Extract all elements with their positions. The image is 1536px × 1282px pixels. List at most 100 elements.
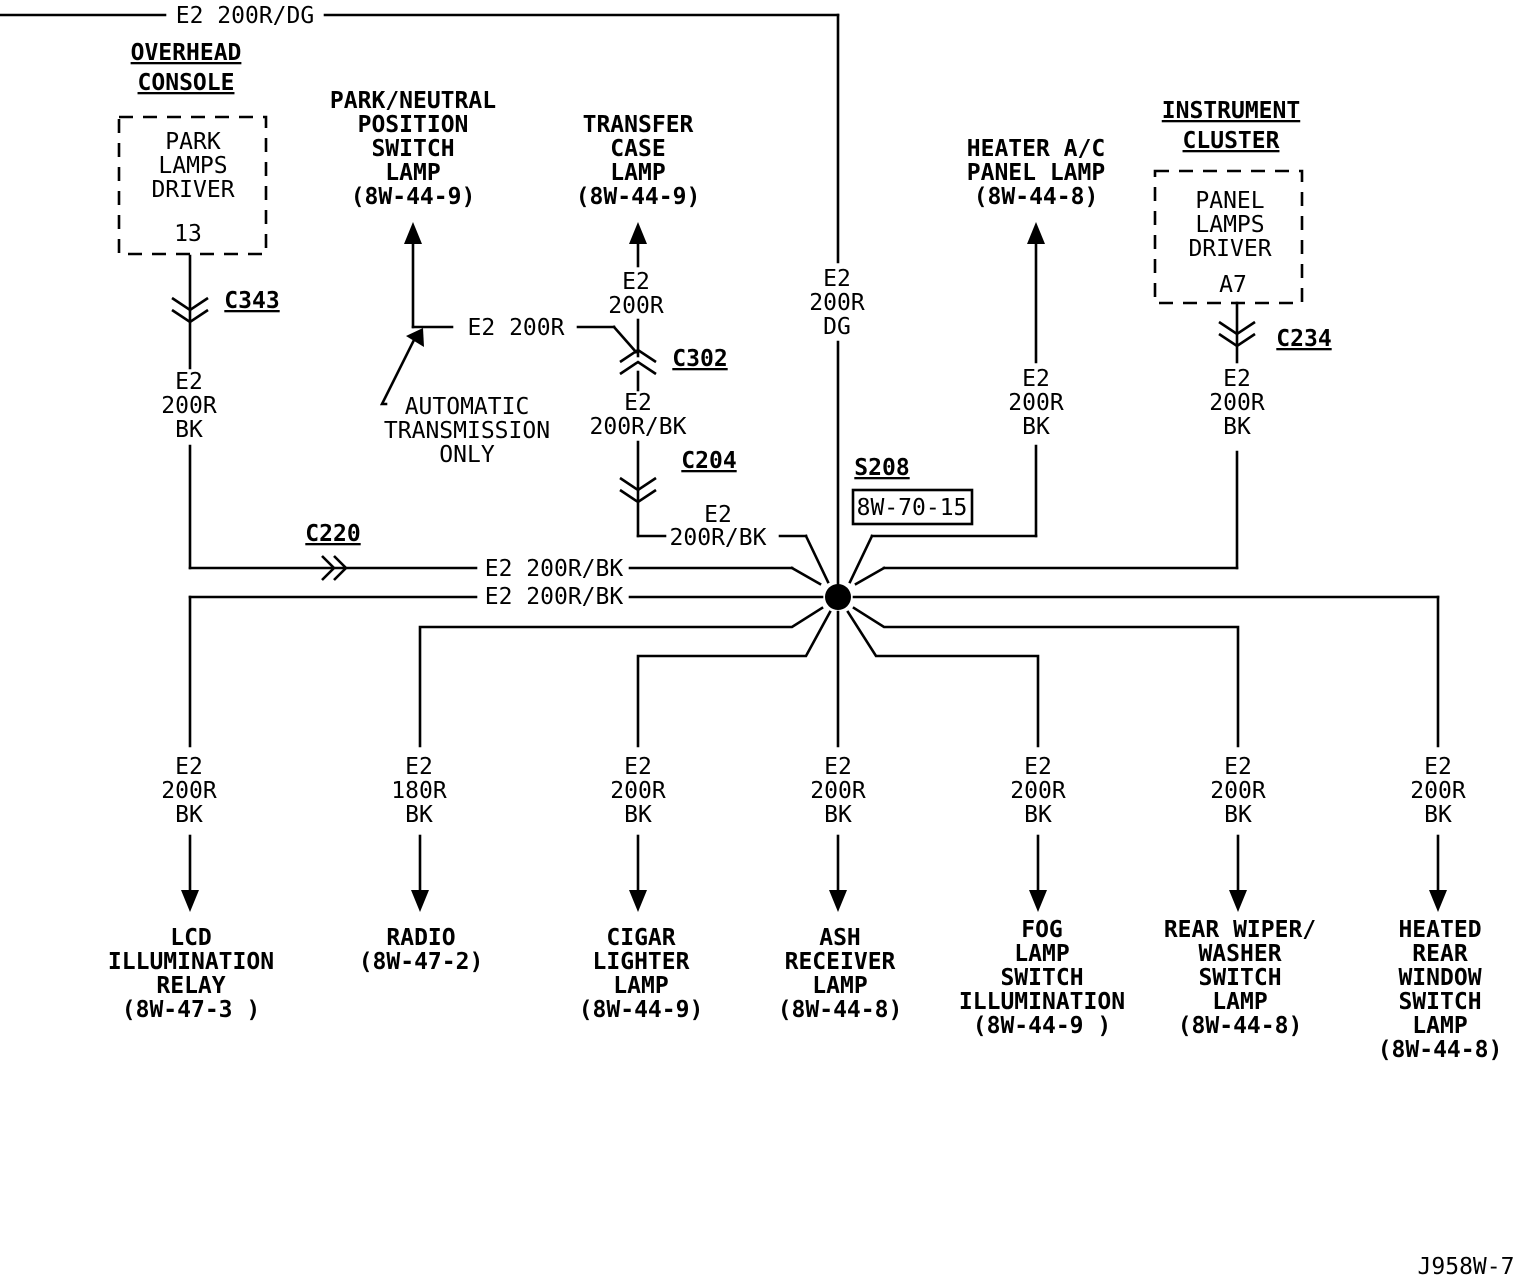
svg-text:200R: 200R — [810, 778, 866, 804]
svg-text:(8W-44-8): (8W-44-8) — [974, 184, 1099, 210]
svg-text:RELAY: RELAY — [156, 973, 225, 999]
svg-text:(8W-44-8): (8W-44-8) — [1178, 1013, 1303, 1039]
svg-text:BK: BK — [175, 802, 203, 828]
splice-ref: 8W-70-15 — [857, 495, 968, 521]
svg-text:200R/BK: 200R/BK — [670, 525, 767, 551]
svg-text:BK: BK — [1024, 802, 1052, 828]
auto-trans-note: AUTOMATIC — [405, 394, 530, 420]
svg-text:200R: 200R — [1210, 778, 1266, 804]
svg-text:BK: BK — [624, 802, 652, 828]
connector-c343: C343 — [224, 288, 279, 314]
svg-text:TRANSFER: TRANSFER — [583, 112, 694, 138]
svg-text:(8W-47-2): (8W-47-2) — [359, 949, 484, 975]
svg-text:RECEIVER: RECEIVER — [785, 949, 896, 975]
figure-id: J958W-7 — [1418, 1254, 1515, 1280]
svg-text:200R: 200R — [161, 393, 217, 419]
output-heated-rear-window-switch-lamp: E2 200R BK HEATED REAR WINDOW SWITCH LAM… — [1378, 754, 1503, 1063]
svg-text:LAMP: LAMP — [385, 160, 440, 186]
svg-text:BK: BK — [1424, 802, 1452, 828]
heater-panel-lamp: HEATER A/C PANEL LAMP (8W-44-8) E2 200R … — [848, 136, 1105, 584]
svg-text:POSITION: POSITION — [358, 112, 469, 138]
svg-text:(8W-44-9): (8W-44-9) — [351, 184, 476, 210]
svg-text:200R: 200R — [608, 293, 664, 319]
svg-text:PANEL LAMP: PANEL LAMP — [967, 160, 1105, 186]
connector-c302: C302 — [672, 346, 727, 372]
svg-text:E2: E2 — [1022, 366, 1050, 392]
svg-text:(8W-44-8): (8W-44-8) — [778, 997, 903, 1023]
arrow-down-icon — [1229, 890, 1247, 912]
left-wire-label: E2 200R/BK — [485, 556, 624, 582]
svg-text:E2: E2 — [704, 502, 732, 528]
overhead-console-title: OVERHEAD — [131, 40, 242, 66]
svg-text:LAMP: LAMP — [1014, 941, 1069, 967]
svg-text:SWITCH: SWITCH — [1398, 989, 1481, 1015]
svg-text:E2: E2 — [1024, 754, 1052, 780]
svg-text:E2: E2 — [1223, 366, 1251, 392]
svg-text:LAMP: LAMP — [613, 973, 668, 999]
svg-text:(8W-44-9 ): (8W-44-9 ) — [973, 1013, 1111, 1039]
svg-text:ASH: ASH — [819, 925, 861, 951]
connector-c343-symbol — [171, 296, 209, 324]
right-bus — [852, 595, 1440, 748]
output-lcd-illumination-relay: E2 200R BK LCD ILLUMINATION RELAY (8W-47… — [108, 754, 274, 1023]
splice-s208: S208 8W-70-15 — [825, 455, 974, 610]
svg-text:E2: E2 — [175, 369, 203, 395]
top-wire-label: E2 200R/DG — [176, 3, 314, 29]
svg-text:(8W-44-9): (8W-44-9) — [579, 997, 704, 1023]
connector-c220: C220 — [305, 521, 360, 547]
arrow-down-icon — [1429, 890, 1447, 912]
auto-trans-note: ONLY — [439, 442, 495, 468]
svg-text:LIGHTER: LIGHTER — [593, 949, 690, 975]
left-wire-label: E2 200R/BK — [485, 584, 624, 610]
svg-text:E2: E2 — [824, 754, 852, 780]
svg-text:FOG: FOG — [1021, 917, 1063, 943]
svg-text:SWITCH: SWITCH — [371, 136, 454, 162]
arrow-down-icon — [629, 890, 647, 912]
svg-text:(8W-44-9): (8W-44-9) — [576, 184, 701, 210]
arrow-down-icon — [411, 890, 429, 912]
output-fog-lamp-switch-illumination: E2 200R BK FOG LAMP SWITCH ILLUMINATION … — [959, 754, 1125, 1039]
svg-text:E2: E2 — [1424, 754, 1452, 780]
arrow-icon — [406, 328, 424, 347]
svg-text:200R: 200R — [809, 290, 865, 316]
svg-text:200R: 200R — [1008, 390, 1064, 416]
park-neutral-lamp: PARK/NEUTRAL POSITION SWITCH LAMP (8W-44… — [330, 88, 638, 468]
svg-text:E2: E2 — [624, 390, 652, 416]
output-ash-receiver-lamp: E2 200R BK ASH RECEIVER LAMP (8W-44-8) — [778, 754, 903, 1023]
svg-text:LAMP: LAMP — [812, 973, 867, 999]
connector-c220-group: C220 — [305, 521, 361, 581]
svg-text:DRIVER: DRIVER — [1188, 236, 1271, 262]
svg-text:BK: BK — [1223, 414, 1251, 440]
arrow-down-icon — [181, 890, 199, 912]
svg-text:E2: E2 — [624, 754, 652, 780]
auto-trans-note: TRANSMISSION — [384, 418, 550, 444]
svg-text:DG: DG — [823, 314, 851, 340]
connector-c234-symbol — [1218, 320, 1256, 348]
splice-dot — [825, 584, 851, 610]
splice-fanout — [188, 595, 1240, 748]
svg-text:E2: E2 — [405, 754, 433, 780]
svg-text:HEATED: HEATED — [1398, 917, 1481, 943]
center-wire: E2 200R DG — [809, 266, 865, 586]
output-rear-wiper-washer-switch-lamp: E2 200R BK REAR WIPER/ WASHER SWITCH LAM… — [1164, 754, 1316, 1039]
svg-text:(8W-44-8): (8W-44-8) — [1378, 1037, 1503, 1063]
svg-text:CASE: CASE — [610, 136, 665, 162]
svg-text:BK: BK — [405, 802, 433, 828]
connector-c204: C204 — [681, 448, 736, 474]
top-wire: E2 200R/DG — [0, 3, 840, 264]
arrow-down-icon — [1029, 890, 1047, 912]
arrow-up-icon — [1027, 222, 1045, 244]
svg-text:200R: 200R — [1010, 778, 1066, 804]
instrument-cluster-title: INSTRUMENT — [1162, 98, 1300, 124]
svg-text:200R: 200R — [610, 778, 666, 804]
svg-text:LAMPS: LAMPS — [1195, 212, 1264, 238]
svg-text:LCD: LCD — [170, 925, 212, 951]
splice-ref-box — [851, 488, 974, 526]
left-wires: E2 200R/BK E2 200R/BK — [188, 556, 824, 610]
svg-text:RADIO: RADIO — [386, 925, 455, 951]
svg-text:CIGAR: CIGAR — [606, 925, 675, 951]
svg-text:DRIVER: DRIVER — [151, 177, 234, 203]
output-cigar-lighter-lamp: E2 200R BK CIGAR LIGHTER LAMP (8W-44-9) — [579, 754, 704, 1023]
instrument-cluster: INSTRUMENT CLUSTER PANEL LAMPS DRIVER A7… — [854, 98, 1332, 586]
svg-text:ILLUMINATION: ILLUMINATION — [108, 949, 274, 975]
